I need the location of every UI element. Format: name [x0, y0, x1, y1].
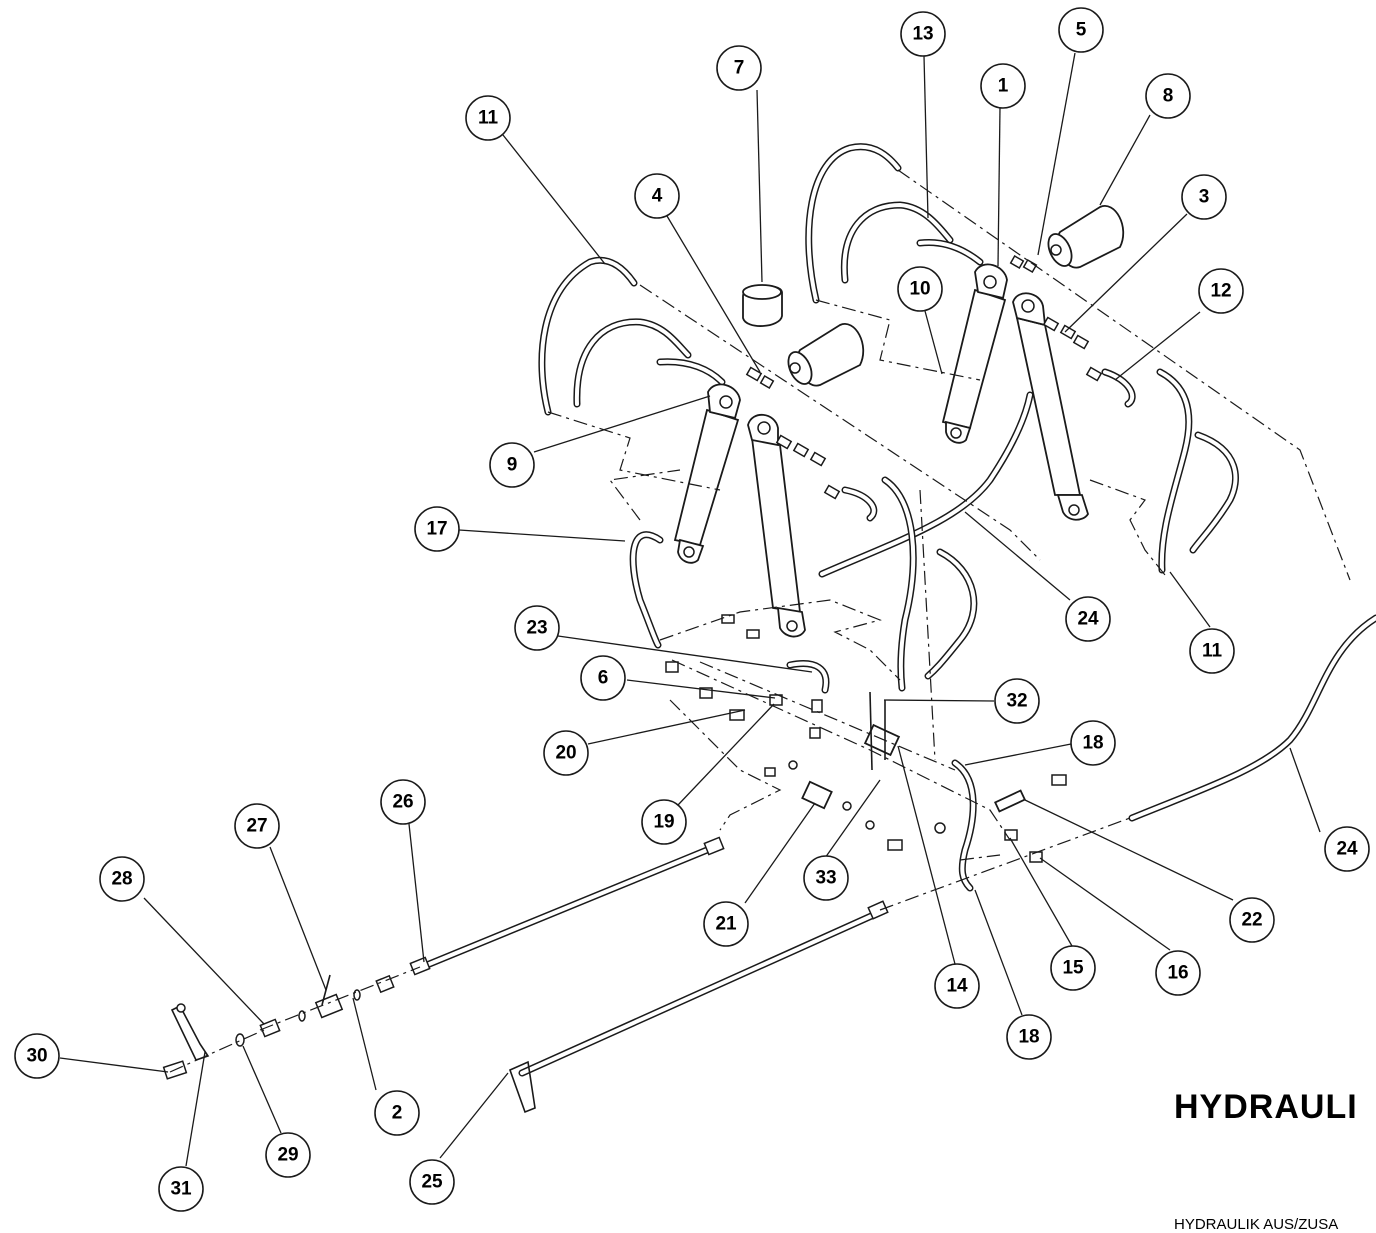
svg-text:11: 11: [1202, 641, 1223, 662]
diagram-title: HYDRAULI: [1174, 1088, 1358, 1126]
svg-text:3: 3: [1199, 187, 1210, 208]
callout-1: 1: [980, 63, 1026, 109]
right-hose-loops: [805, 143, 984, 304]
svg-text:11: 11: [478, 108, 499, 129]
coupling-chain: [162, 974, 395, 1080]
svg-text:31: 31: [170, 1179, 192, 1200]
callout-20: 20: [543, 730, 589, 776]
svg-text:20: 20: [555, 743, 576, 764]
svg-text:18: 18: [1082, 733, 1103, 754]
callout-9: 9: [489, 442, 535, 488]
callout-24-right: 24: [1324, 826, 1370, 872]
svg-text:6: 6: [598, 668, 609, 689]
svg-text:4: 4: [652, 186, 663, 207]
callout-32: 32: [994, 678, 1040, 724]
svg-text:26: 26: [392, 792, 413, 813]
callout-5: 5: [1058, 7, 1104, 53]
callout-18-bottom: 18: [1006, 1014, 1052, 1060]
callout-27: 27: [234, 803, 280, 849]
svg-text:1: 1: [998, 76, 1009, 97]
svg-text:32: 32: [1006, 691, 1027, 712]
callout-11-right: 11: [1189, 628, 1235, 674]
callout-22: 22: [1229, 897, 1275, 943]
svg-text:7: 7: [734, 58, 745, 79]
svg-text:15: 15: [1062, 958, 1084, 979]
fitting-clusters: [745, 255, 1136, 522]
callout-11-top: 11: [465, 95, 511, 141]
hose-25: [508, 900, 889, 1114]
right-side-hoses: [1156, 368, 1239, 574]
parts-artwork: [162, 143, 1376, 1114]
svg-text:23: 23: [526, 618, 547, 639]
svg-text:29: 29: [277, 1145, 298, 1166]
svg-text:5: 5: [1076, 20, 1087, 41]
diagram-subtitle: HYDRAULIK AUS/ZUSA: [1174, 1216, 1339, 1233]
svg-text:30: 30: [26, 1046, 47, 1067]
callout-21: 21: [703, 901, 749, 947]
callout-2: 2: [374, 1090, 420, 1136]
hose-26: [409, 836, 725, 976]
callout-15: 15: [1050, 945, 1096, 991]
left-hose-loops: [538, 256, 726, 416]
callout-17: 17: [414, 506, 460, 552]
callout-3: 3: [1181, 174, 1227, 220]
callout-30: 30: [14, 1033, 60, 1079]
svg-text:14: 14: [946, 976, 968, 997]
callout-26: 26: [380, 779, 426, 825]
svg-text:13: 13: [912, 24, 933, 45]
callout-29: 29: [265, 1132, 311, 1178]
svg-text:17: 17: [426, 519, 447, 540]
svg-text:12: 12: [1210, 281, 1231, 302]
svg-text:24: 24: [1077, 609, 1099, 630]
svg-text:25: 25: [421, 1172, 443, 1193]
callout-25: 25: [409, 1159, 455, 1205]
callout-31: 31: [158, 1166, 204, 1212]
valve-blocks: [665, 614, 1067, 863]
callout-10: 10: [897, 266, 943, 312]
svg-text:24: 24: [1336, 839, 1358, 860]
svg-text:2: 2: [392, 1103, 403, 1124]
svg-text:19: 19: [653, 812, 674, 833]
svg-text:10: 10: [909, 279, 930, 300]
callout-7: 7: [716, 45, 762, 91]
svg-text:33: 33: [815, 868, 836, 889]
callout-6: 6: [580, 655, 626, 701]
callout-14: 14: [934, 963, 980, 1009]
svg-text:27: 27: [246, 816, 267, 837]
middle-hoses: [629, 476, 978, 892]
callout-28: 28: [99, 856, 145, 902]
hose-24-upper: [818, 391, 1034, 578]
callout-16: 16: [1155, 950, 1201, 996]
svg-text:8: 8: [1163, 86, 1174, 107]
callout-19: 19: [641, 799, 687, 845]
leader-lines: [59, 52, 1321, 1167]
callout-8: 8: [1145, 73, 1191, 119]
callout-12: 12: [1198, 268, 1244, 314]
callout-24-middle: 24: [1065, 596, 1111, 642]
svg-text:9: 9: [507, 455, 518, 476]
svg-text:16: 16: [1167, 963, 1188, 984]
svg-text:21: 21: [715, 914, 737, 935]
callout-23: 23: [514, 605, 560, 651]
callout-33: 33: [803, 855, 849, 901]
callout-bubbles: 1 2 3 4 5 6 7 8 9 10 11 11 12 13 14 15 1…: [14, 7, 1370, 1212]
hose-24-right: [1128, 614, 1376, 822]
callout-4: 4: [634, 173, 680, 219]
right-accumulator: [1047, 204, 1125, 269]
right-cylinders: [941, 263, 1089, 521]
callout-13: 13: [900, 11, 946, 57]
svg-text:28: 28: [111, 869, 132, 890]
left-cylinders: [673, 383, 806, 638]
left-accumulator: [742, 284, 865, 387]
callout-18-top: 18: [1070, 720, 1116, 766]
svg-text:18: 18: [1018, 1027, 1039, 1048]
assembly-centerlines: [169, 169, 1351, 1073]
svg-text:22: 22: [1241, 910, 1262, 931]
